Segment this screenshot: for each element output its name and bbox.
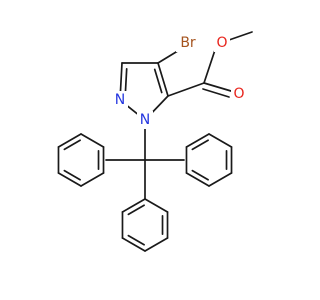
double-c5-c4 — [153, 68, 163, 94]
phenyl-right-double-0 — [191, 139, 209, 151]
atom-label-br: Br — [180, 35, 196, 51]
bond-carbonyl-oester — [203, 49, 216, 84]
phenyl-left-double-0 — [63, 139, 81, 151]
phenyl-bottom-bond-2 — [121, 237, 146, 252]
phenyl-right-bond-0 — [185, 133, 210, 148]
phenyl-left-bond-3 — [80, 172, 105, 187]
phenyl-bottom-double-2 — [127, 234, 145, 246]
phenyl-left-double-2 — [63, 169, 81, 181]
bond-c5-c4 — [157, 62, 169, 97]
phenyl-bottom-bond-0 — [121, 198, 146, 213]
bond-carbonyl-o — [203, 82, 232, 92]
phenyl-left-bond-5 — [80, 133, 105, 148]
phenyl-bottom-double-0 — [127, 204, 145, 216]
molecule-structure: Br O O N N — [57, 31, 253, 252]
atom-label-o-carbonyl: O — [233, 86, 244, 102]
bond-lines — [57, 31, 253, 252]
bond-c5-carbonyl — [167, 82, 205, 97]
atom-n1: N — [137, 111, 153, 129]
double-c3-n2 — [124, 67, 128, 96]
atom-label-n2: N — [115, 92, 125, 108]
phenyl-left-bond-0 — [57, 133, 82, 148]
phenyl-bottom-bond-3 — [144, 237, 169, 252]
phenyl-right-bond-3 — [208, 172, 233, 187]
atom-label-n1: N — [140, 112, 150, 128]
phenyl-bottom-bond-5 — [144, 198, 169, 213]
phenyl-right-bond-5 — [208, 133, 233, 148]
phenyl-right-double-2 — [191, 169, 209, 181]
double-carbonyl-o — [202, 88, 230, 98]
atom-br: Br — [176, 34, 200, 52]
phenyl-right-bond-2 — [185, 172, 210, 187]
atom-label-o-ester: O — [216, 35, 227, 51]
bond-oester-methyl — [228, 31, 253, 41]
phenyl-left-bond-2 — [57, 172, 82, 187]
atom-n2: N — [112, 91, 128, 109]
atom-o-carbonyl: O — [231, 85, 247, 103]
atom-o-ester: O — [214, 34, 230, 52]
